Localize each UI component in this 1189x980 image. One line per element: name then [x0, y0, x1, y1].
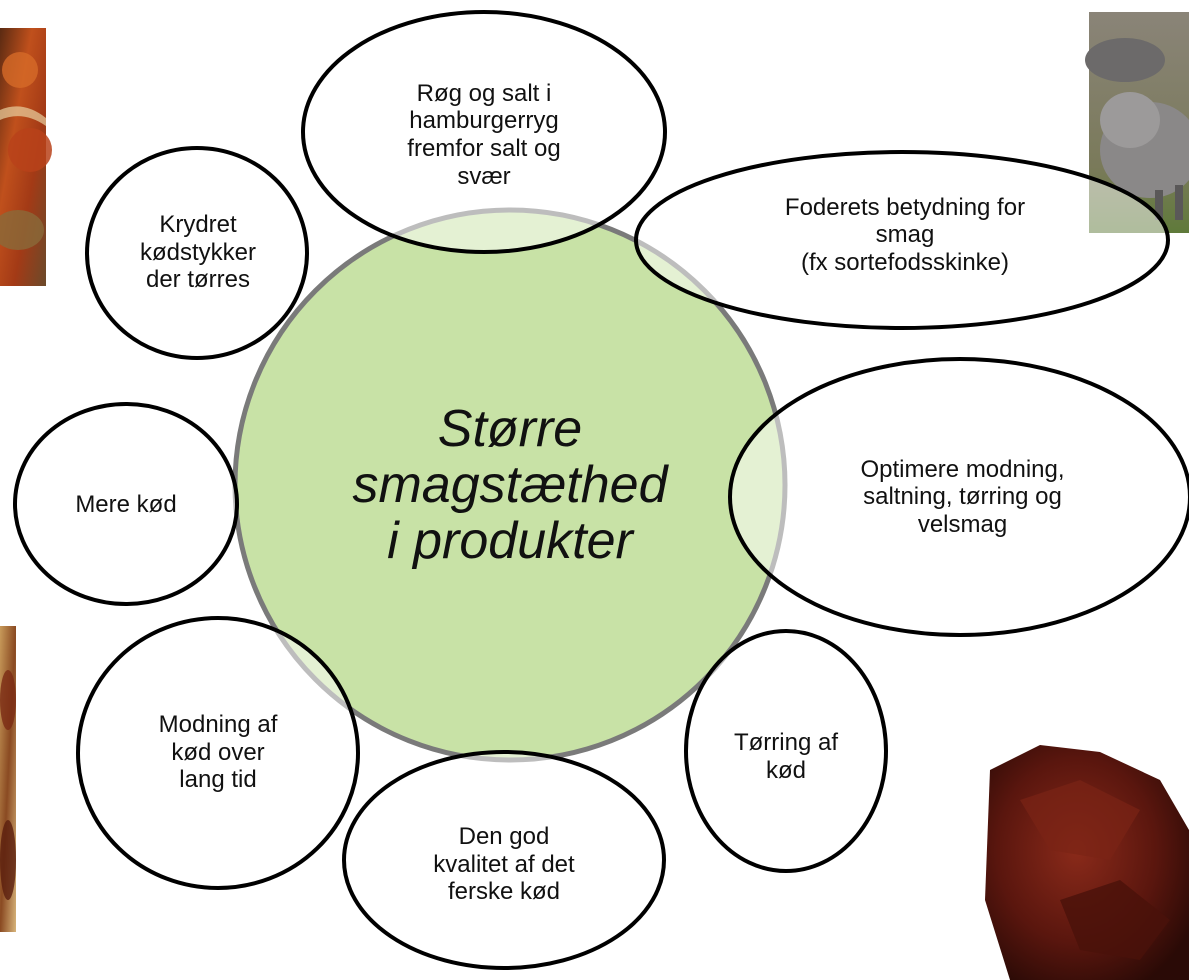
node-modning-label: Modning af kød over lang tid	[100, 700, 336, 805]
ham-photo	[0, 626, 16, 932]
node-optimere-label: Optimere modning, saltning, tørring og v…	[790, 442, 1135, 552]
node-rog-label: Røg og salt i hamburgerryg fremfor salt …	[334, 70, 634, 200]
spices-photo	[0, 28, 52, 286]
jerky-photo	[985, 745, 1189, 980]
node-torring-label: Tørring af kød	[696, 722, 876, 792]
center-label: Større smagstæthed i produkter	[300, 380, 720, 590]
node-krydret-label: Krydret kødstykker der tørres	[100, 200, 296, 305]
node-foder-label: Foderets betydning for smag (fx sortefod…	[680, 180, 1130, 290]
node-mere-label: Mere kød	[30, 485, 222, 525]
node-god-label: Den god kvalitet af det ferske kød	[364, 812, 644, 917]
